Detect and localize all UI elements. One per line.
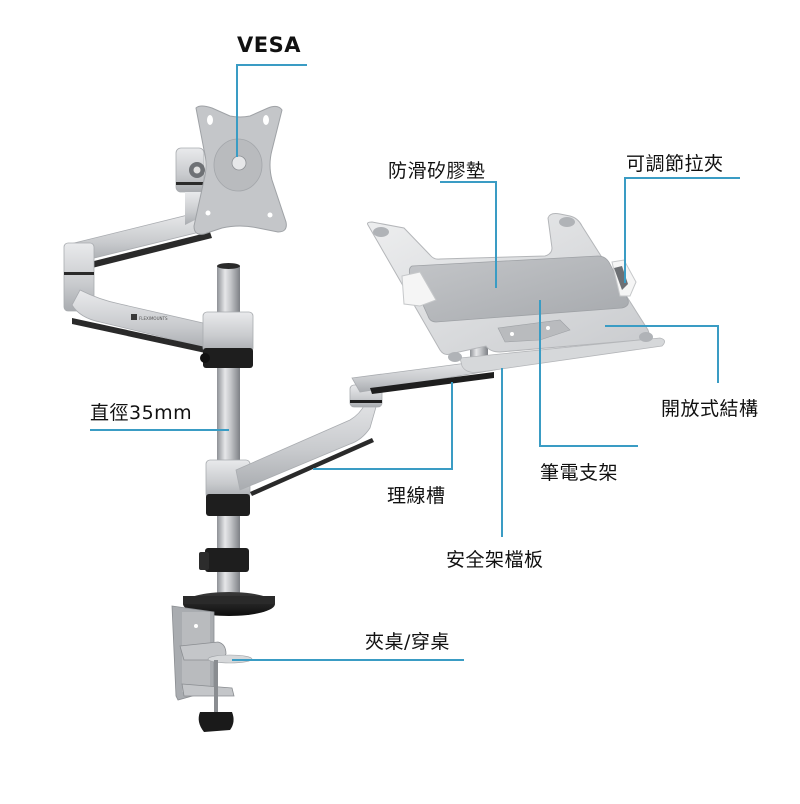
anti-slip-pad xyxy=(408,255,629,323)
svg-text:FLEXIMOUNTS: FLEXIMOUNTS xyxy=(139,316,168,321)
label-laptop-holder: 筆電支架 xyxy=(540,462,619,484)
desk-clamp xyxy=(171,592,275,732)
label-adjustable-clip: 可調節拉夾 xyxy=(626,153,724,175)
leader-line-cable-channel xyxy=(313,382,453,470)
laptop-arm xyxy=(235,327,496,496)
leader-line-anti-slip-pad xyxy=(440,181,497,288)
label-anti-slip-pad: 防滑矽膠墊 xyxy=(388,160,486,182)
label-safety-stopper: 安全架檔板 xyxy=(446,549,544,571)
label-diameter: 直徑35mm xyxy=(90,402,193,424)
upper-monitor-arm: FLEXIMOUNTS xyxy=(63,147,217,354)
leader-line-vesa xyxy=(236,64,307,157)
leader-line-adjustable-clip xyxy=(624,177,740,283)
label-vesa: VESA xyxy=(237,33,301,57)
brand-logo: FLEXIMOUNTS xyxy=(131,314,168,321)
label-cable-channel: 理線槽 xyxy=(387,485,446,507)
label-open-structure: 開放式結構 xyxy=(661,398,759,420)
leader-line-open-structure xyxy=(605,325,719,383)
leader-line-laptop-holder xyxy=(539,300,638,447)
label-clamp-grommet: 夾桌/穿桌 xyxy=(365,631,450,653)
laptop-tray xyxy=(367,213,665,373)
vesa-plate xyxy=(193,105,287,235)
leader-lines xyxy=(90,64,740,661)
